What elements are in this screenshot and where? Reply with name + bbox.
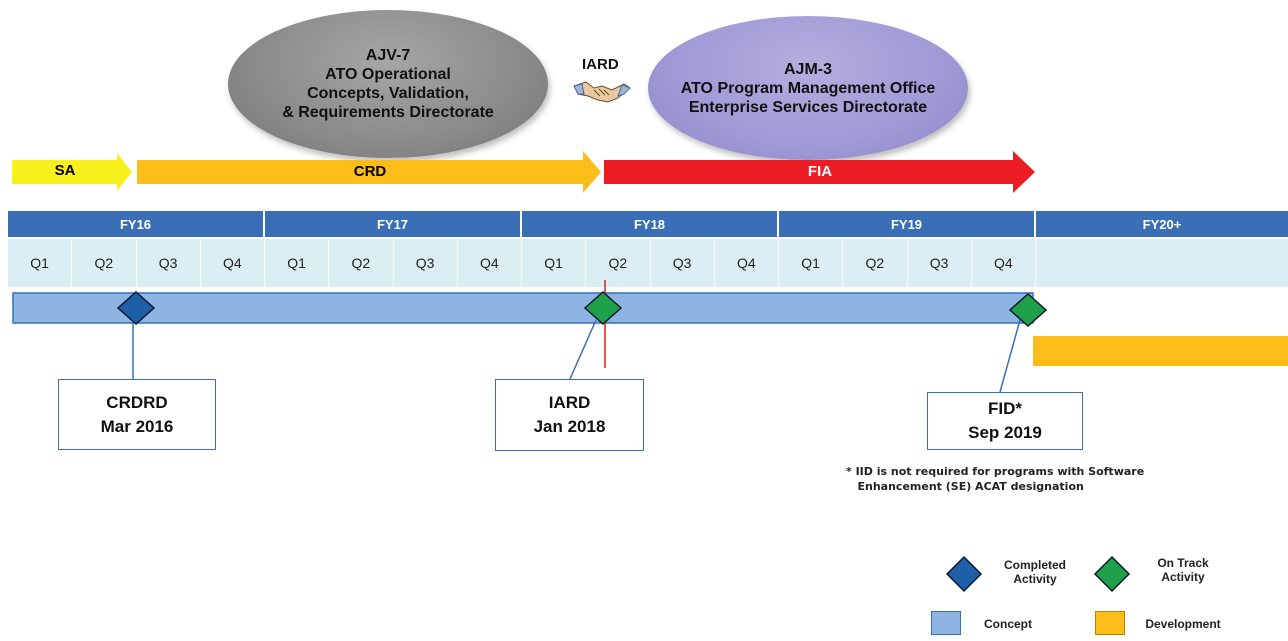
quarter-cell: Q1 xyxy=(522,239,587,287)
legend-development-label: Development xyxy=(1145,617,1221,631)
quarter-row: Q1 Q2 Q3 Q4 Q1 Q2 Q3 Q4 Q1 Q2 Q3 Q4 Q1 Q… xyxy=(8,239,1288,287)
legend-on-track-diamond-icon xyxy=(1093,555,1131,593)
iard-connector xyxy=(569,319,597,380)
fy-cell: FY17 xyxy=(265,211,522,237)
legend-concept-label: Concept xyxy=(984,617,1032,631)
phase-arrows xyxy=(12,151,1035,193)
quarter-cell: Q2 xyxy=(72,239,137,287)
milestone-name: CRDRD xyxy=(106,392,168,412)
footnote: * IID is not required for programs with … xyxy=(846,465,1145,493)
phase-label-fia: FIA xyxy=(807,163,833,180)
legend-completed-label: Completed Activity xyxy=(1003,558,1066,586)
crdrd-completed-diamond xyxy=(116,290,156,326)
quarter-cell: Q4 xyxy=(971,239,1036,287)
milestone-name: IARD xyxy=(548,393,591,412)
ajv7-line3: & Requirements Directorate xyxy=(282,104,494,121)
legend-completed-diamond-icon xyxy=(945,555,983,593)
handshake-icon xyxy=(573,81,631,103)
quarter-cell: Q1 xyxy=(779,239,844,287)
iard-on-track-diamond xyxy=(583,290,623,326)
sa-arrow xyxy=(12,153,132,191)
milestone-name: FID* xyxy=(988,399,1022,418)
fy-cell: FY18 xyxy=(522,211,779,237)
quarter-cell: Q3 xyxy=(907,239,972,287)
milestone-callout-fid: FID* Sep 2019 xyxy=(927,392,1083,450)
phase-label-sa: SA xyxy=(54,162,76,179)
ajm3-line2: Enterprise Services Directorate xyxy=(688,98,928,116)
fia-arrow xyxy=(604,151,1035,193)
milestone-date: Jan 2018 xyxy=(533,417,606,436)
fid-connector xyxy=(999,319,1021,393)
quarter-cell: Q4 xyxy=(457,239,522,287)
legend-development-swatch xyxy=(1095,611,1125,635)
legend-on-track-label: On Track Activity xyxy=(1157,556,1209,584)
fy-cell: FY16 xyxy=(8,211,265,237)
ajv7-ellipse: AJV-7 ATO Operational Concepts, Validati… xyxy=(228,10,548,158)
milestone-date: Mar 2016 xyxy=(100,416,174,436)
milestone-date: Sep 2019 xyxy=(968,423,1042,442)
quarter-cell: Q1 xyxy=(8,239,73,287)
quarter-cell: Q2 xyxy=(843,239,908,287)
fid-on-track-diamond xyxy=(1008,292,1048,328)
ajm3-code: AJM-3 xyxy=(783,60,832,78)
quarter-cell: Q3 xyxy=(136,239,201,287)
iard-handoff-label: IARD xyxy=(582,56,619,73)
phase-label-crd: CRD xyxy=(353,163,387,180)
concept-bar xyxy=(12,292,1034,324)
fiscal-year-row: FY16 FY17 FY18 FY19 FY20+ xyxy=(8,211,1288,237)
quarter-cell: Q3 xyxy=(393,239,458,287)
quarter-cell: Q3 xyxy=(650,239,715,287)
fy-cell: FY19 xyxy=(779,211,1036,237)
quarter-cell-empty xyxy=(1036,239,1288,287)
ajv7-line2: Concepts, Validation, xyxy=(307,85,469,102)
quarter-cell: Q1 xyxy=(265,239,330,287)
quarter-cell: Q2 xyxy=(586,239,651,287)
legend-concept-swatch xyxy=(931,611,961,635)
quarter-cell: Q2 xyxy=(329,239,394,287)
quarter-cell: Q4 xyxy=(200,239,265,287)
ajm3-ellipse: AJM-3 ATO Program Management Office Ente… xyxy=(648,16,968,160)
development-bar xyxy=(1033,336,1288,366)
milestone-callout-crdrd: CRDRD Mar 2016 xyxy=(58,379,216,450)
timeline-graphics xyxy=(12,280,1288,393)
ajv7-line1: ATO Operational xyxy=(325,66,451,83)
ajv7-code: AJV-7 xyxy=(365,47,411,64)
milestone-callout-iard: IARD Jan 2018 xyxy=(495,379,644,451)
crd-arrow xyxy=(137,151,601,193)
fy-cell: FY20+ xyxy=(1036,211,1288,237)
ajm3-line1: ATO Program Management Office xyxy=(680,79,936,97)
quarter-cell: Q4 xyxy=(714,239,779,287)
